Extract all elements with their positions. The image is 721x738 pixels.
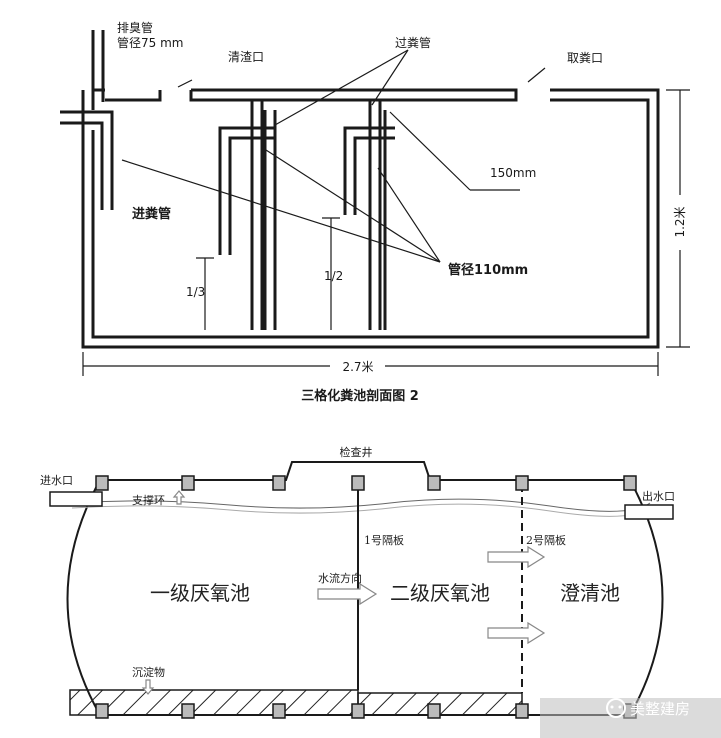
dimension-marks (82, 49, 690, 376)
transfer-pipe-1 (218, 100, 277, 330)
inspection-well-label: 检查井 (340, 445, 373, 459)
vent-pipe (91, 30, 105, 110)
sediment-label: 沉淀物 (132, 665, 165, 679)
outlet-label: 出水口 (642, 489, 675, 503)
vent-pipe-label: 排臭管 (117, 20, 153, 35)
partition-1-label: 1号隔板 (364, 533, 404, 547)
top-caption: 三格化粪池剖面图 2 (301, 388, 419, 404)
frac-half-label: 1/2 (324, 269, 343, 283)
flow-direction-label: 水流方向 (318, 571, 362, 585)
top-labels: 排臭管 管径75 mm 清渣口 过粪管 取粪口 150mm 进粪管 管径110m… (117, 20, 687, 404)
vent-diameter-label: 管径75 mm (117, 35, 183, 50)
watermark: 美整建房 (540, 698, 721, 738)
width-label: 2.7米 (342, 360, 373, 374)
pipe-diameter-label: 管径110mm (448, 262, 528, 278)
partition-2-label: 2号隔板 (526, 533, 566, 547)
cleanout-label: 清渣口 (228, 50, 264, 64)
support-ring-label: 支撑环 (132, 493, 165, 507)
inlet-pipe-stub (49, 491, 103, 507)
dim-150-label: 150mm (490, 166, 536, 180)
transfer-pipe-2 (343, 100, 395, 330)
height-label: 1.2米 (673, 206, 687, 237)
sediment-layer-1 (69, 689, 359, 716)
chamber-1-label: 一级厌氧池 (150, 581, 250, 605)
inlet-label: 进水口 (40, 474, 73, 487)
bottom-tank-diagram (49, 461, 674, 719)
inlet-pipe (60, 110, 114, 210)
chamber-2-label: 二级厌氧池 (390, 581, 490, 605)
frac-third-label: 1/3 (186, 285, 205, 299)
support-blocks-top (95, 475, 637, 491)
chamber-3-label: 澄清池 (560, 581, 620, 605)
outlet-pipe-stub (624, 504, 674, 520)
bottom-labels: 检查井 进水口 出水口 支撑环 1号隔板 2号隔板 水流方向 一级厌氧池 二级厌… (40, 445, 675, 679)
sediment-arrow (141, 679, 155, 695)
flow-arrow-lower (487, 621, 546, 645)
watermark-brand: 美整建房 (630, 700, 690, 718)
support-ring-arrow (172, 490, 186, 505)
intake-label: 取粪口 (567, 51, 603, 65)
flow-arrow-main (317, 582, 378, 606)
wechat-icon (606, 698, 626, 718)
top-section-diagram (60, 30, 690, 376)
tank-walls (81, 88, 660, 349)
transfer-pipe-label: 过粪管 (395, 35, 431, 50)
flow-arrows (141, 490, 546, 695)
inlet-pipe-label: 进粪管 (132, 206, 171, 222)
flow-arrow-upper (487, 545, 546, 569)
